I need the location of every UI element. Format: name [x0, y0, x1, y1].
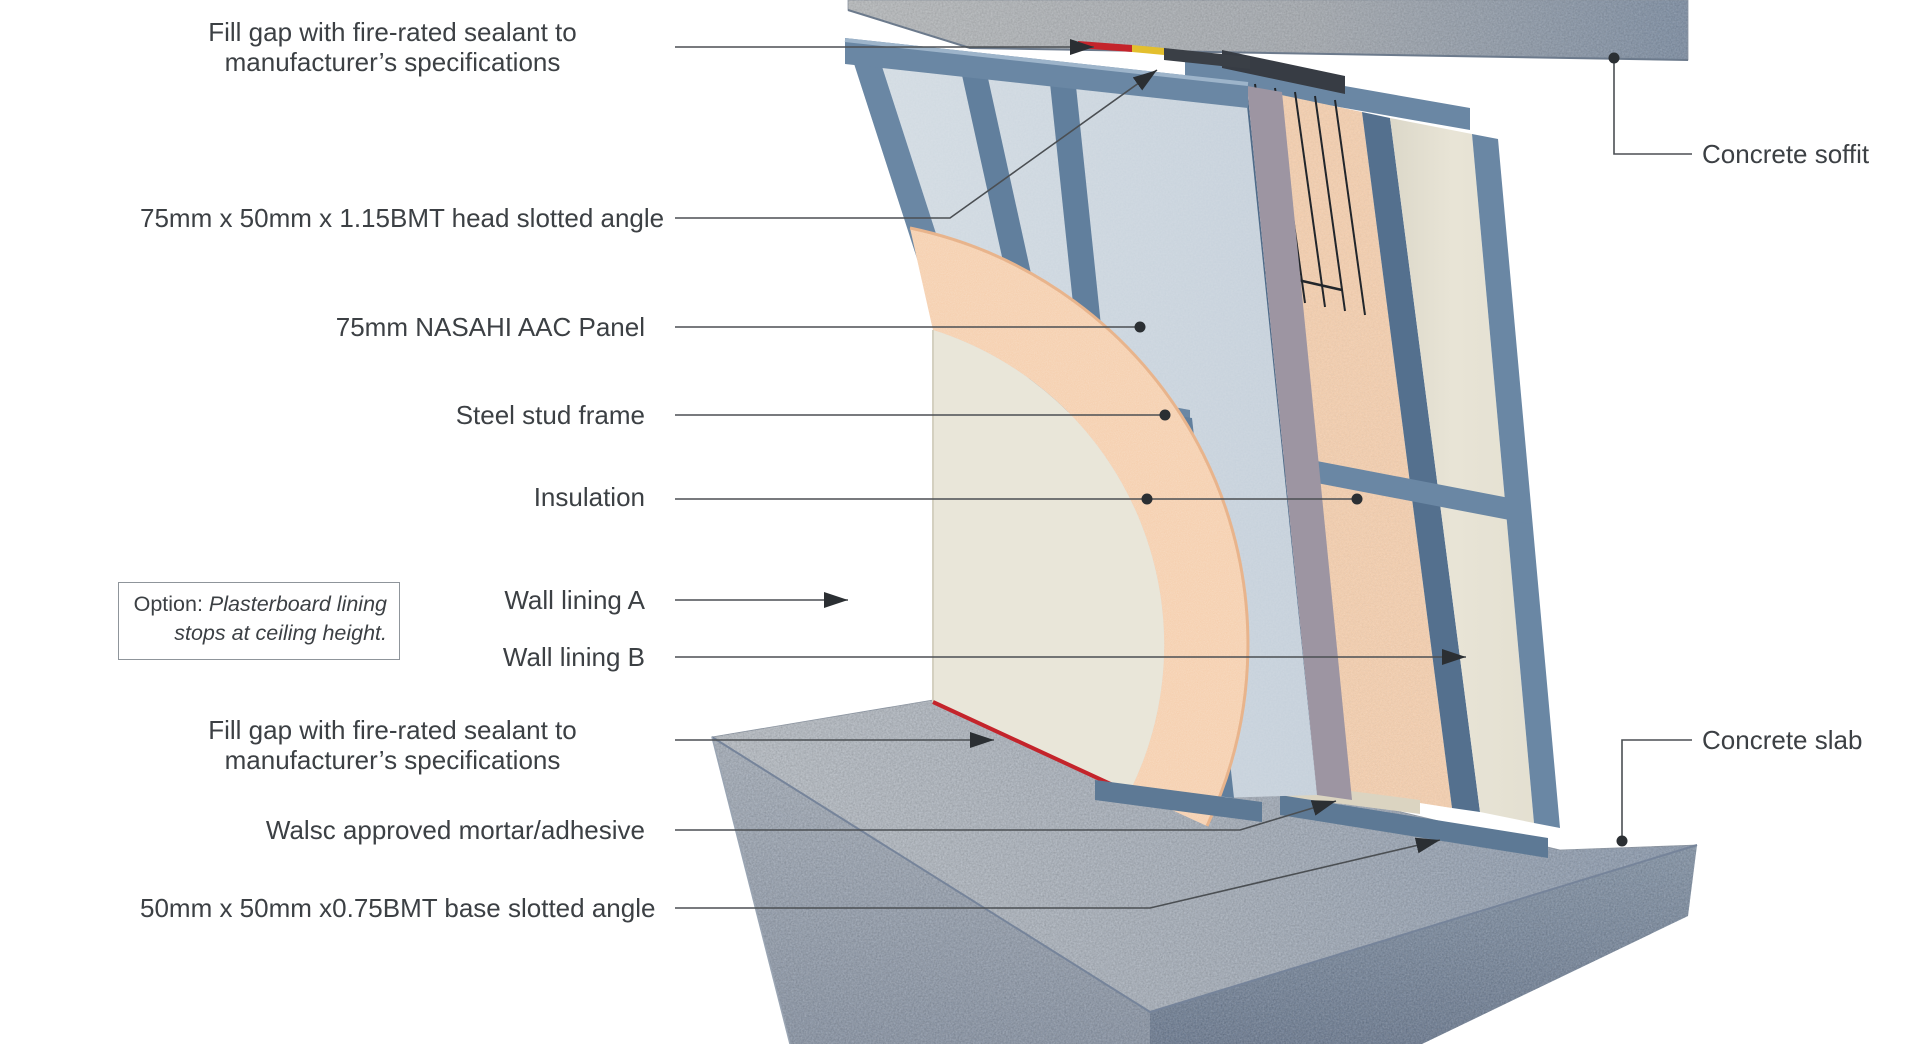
- front-wall-section: [844, 38, 1317, 827]
- end-stud: [1472, 134, 1560, 828]
- label-fill-gap-top-line2: manufacturer’s specifications: [224, 47, 561, 77]
- back-top-track: [1185, 58, 1470, 130]
- leader-slab: [1621, 739, 1692, 838]
- front-top-track: [845, 38, 1248, 108]
- front-base-angle: [1095, 780, 1262, 822]
- option-prefix: Option:: [133, 592, 203, 616]
- label-fill-gap-top: Fill gap with fire-rated sealant to manu…: [140, 17, 645, 77]
- concrete-slab-shape: [710, 699, 1698, 1044]
- label-mortar: Walsc approved mortar/adhesive: [265, 815, 645, 845]
- label-base-angle: 50mm x 50mm x0.75BMT base slotted angle: [140, 893, 656, 923]
- leader-head-angle: [675, 69, 1158, 219]
- wall-lining-b-shape: [1390, 118, 1534, 823]
- option-line1: Plasterboard lining: [202, 592, 387, 616]
- leader-mortar: [675, 800, 1337, 831]
- label-aac-panel: 75mm NASAHI AAC Panel: [335, 312, 645, 342]
- label-soffit: Concrete soffit: [1702, 139, 1870, 169]
- label-slab: Concrete slab: [1702, 725, 1863, 755]
- option-note-box: Option: Plasterboard lining stops at cei…: [118, 582, 400, 660]
- label-lining-b: Wall lining B: [502, 642, 645, 672]
- label-head-angle: 75mm x 50mm x 1.15BMT head slotted angle: [140, 203, 665, 233]
- leader-soffit: [1613, 63, 1692, 155]
- label-fill-gap-bottom: Fill gap with fire-rated sealant to manu…: [140, 715, 645, 775]
- concrete-soffit-shape: [847, 0, 1689, 61]
- back-stud: [1362, 112, 1480, 812]
- label-lining-a: Wall lining A: [504, 585, 645, 615]
- leader-base-angle: [675, 837, 1441, 909]
- aac-edge-strip: [1247, 86, 1352, 800]
- label-stud-frame: Steel stud frame: [455, 400, 645, 430]
- sealant-bottom-red: [932, 700, 1131, 795]
- base-slotted-angle-shape: [1280, 795, 1548, 858]
- head-slotted-angle-shape: [1222, 50, 1345, 94]
- option-line2: stops at ceiling height.: [174, 621, 387, 645]
- back-nogging-track: [1270, 452, 1530, 524]
- label-fill-gap-bottom-line1: Fill gap with fire-rated sealant to: [208, 715, 577, 745]
- label-insulation: Insulation: [533, 482, 645, 512]
- head-angle-front-strip: [1164, 48, 1250, 69]
- label-fill-gap-bottom-line2: manufacturer’s specifications: [224, 745, 561, 775]
- label-fill-gap-top-line1: Fill gap with fire-rated sealant to: [208, 17, 577, 47]
- wall-lining-a-shape: [932, 330, 1165, 791]
- sealant-top-yellow: [1132, 45, 1164, 55]
- insulation-band-shape: [909, 226, 1250, 827]
